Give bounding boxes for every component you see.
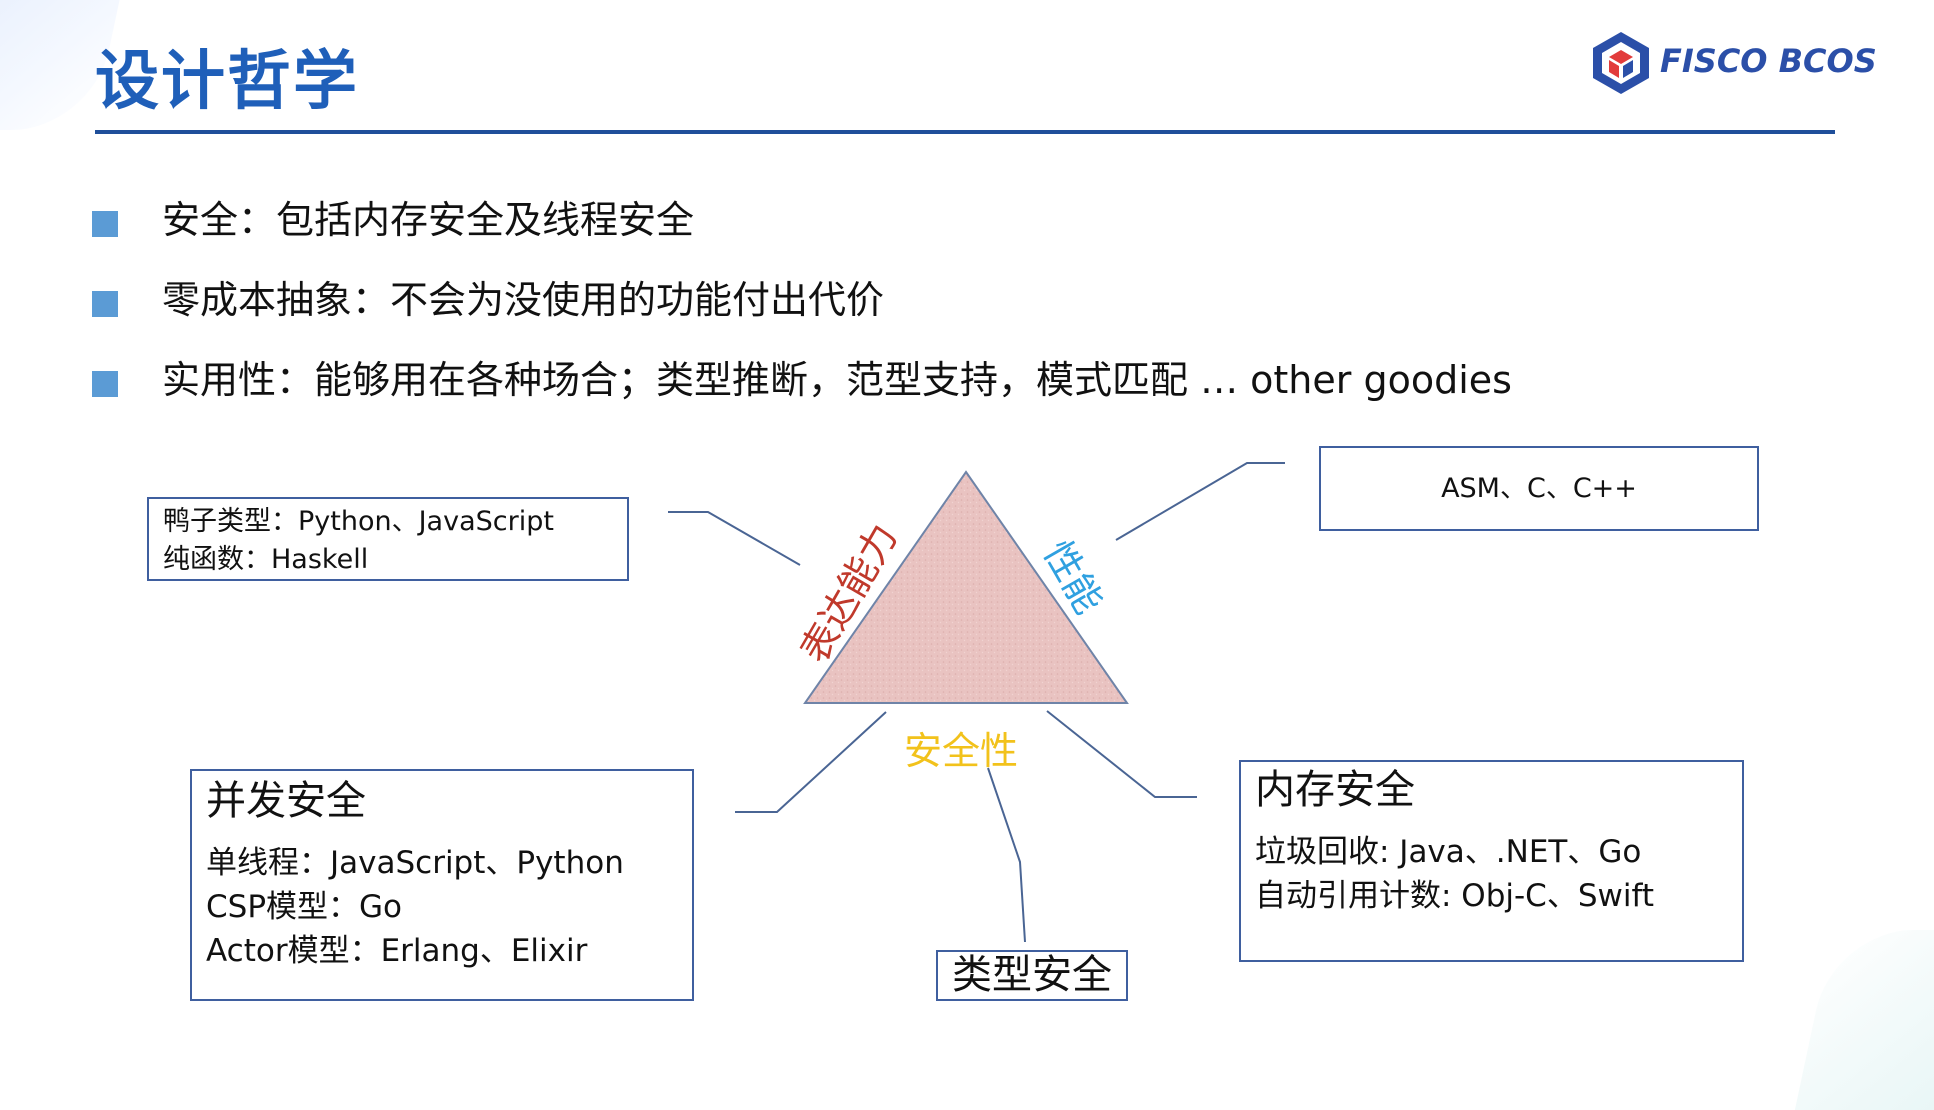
fisco-bcos-logo: FISCO BCOS (1590, 30, 1877, 100)
connector-bottom-center (987, 767, 1026, 943)
connector-left (668, 511, 801, 566)
logo-wordmark: FISCO BCOS (1660, 42, 1877, 80)
box-line: 单线程：JavaScript、Python (206, 845, 624, 881)
box-heading: 内存安全 (1255, 767, 1415, 813)
box-line: Actor模型：Erlang、Elixir (206, 933, 588, 969)
connector-bottom-right (1046, 710, 1197, 798)
square-bullet-icon (92, 291, 118, 317)
box-expressiveness-examples: 鸭子类型：Python、JavaScript 纯函数：Haskell (147, 497, 629, 581)
box-line: 纯函数：Haskell (163, 544, 369, 575)
slide-title: 设计哲学 (95, 45, 359, 119)
box-heading: 并发安全 (206, 778, 366, 824)
title-underline (95, 130, 1835, 134)
hexagon-cube-icon (1593, 32, 1649, 94)
concept-triangle (803, 470, 1129, 704)
box-performance-examples: ASM、C、C++ (1319, 446, 1759, 531)
box-line: CSP模型：Go (206, 889, 403, 925)
box-line: 鸭子类型：Python、JavaScript (163, 506, 554, 537)
box-concurrency-safety: 并发安全 单线程：JavaScript、Python CSP模型：Go Acto… (190, 769, 694, 1001)
box-line: 自动引用计数: Obj-C、Swift (1255, 878, 1654, 914)
square-bullet-icon (92, 371, 118, 397)
bullet-item: 安全：包括内存安全及线程安全 (92, 190, 1512, 270)
square-bullet-icon (92, 211, 118, 237)
bullet-text: 零成本抽象：不会为没使用的功能付出代价 (162, 278, 885, 322)
bullet-item: 实用性：能够用在各种场合；类型推断，范型支持，模式匹配 … other good… (92, 350, 1512, 430)
bullet-text: 实用性：能够用在各种场合；类型推断，范型支持，模式匹配 … other good… (162, 358, 1512, 402)
box-memory-safety: 内存安全 垃圾回收: Java、.NET、Go 自动引用计数: Obj-C、Sw… (1239, 760, 1744, 962)
label-safety: 安全性 (904, 729, 1019, 773)
bullet-list: 安全：包括内存安全及线程安全 零成本抽象：不会为没使用的功能付出代价 实用性：能… (92, 190, 1512, 430)
connector-bottom-left (735, 711, 887, 813)
bullet-item: 零成本抽象：不会为没使用的功能付出代价 (92, 270, 1512, 350)
diagram-connectors (668, 462, 1285, 943)
box-type-safety: 类型安全 (936, 950, 1128, 1001)
bullet-text: 安全：包括内存安全及线程安全 (162, 198, 695, 242)
box-line: 垃圾回收: Java、.NET、Go (1255, 834, 1642, 870)
connector-right (1115, 462, 1285, 541)
